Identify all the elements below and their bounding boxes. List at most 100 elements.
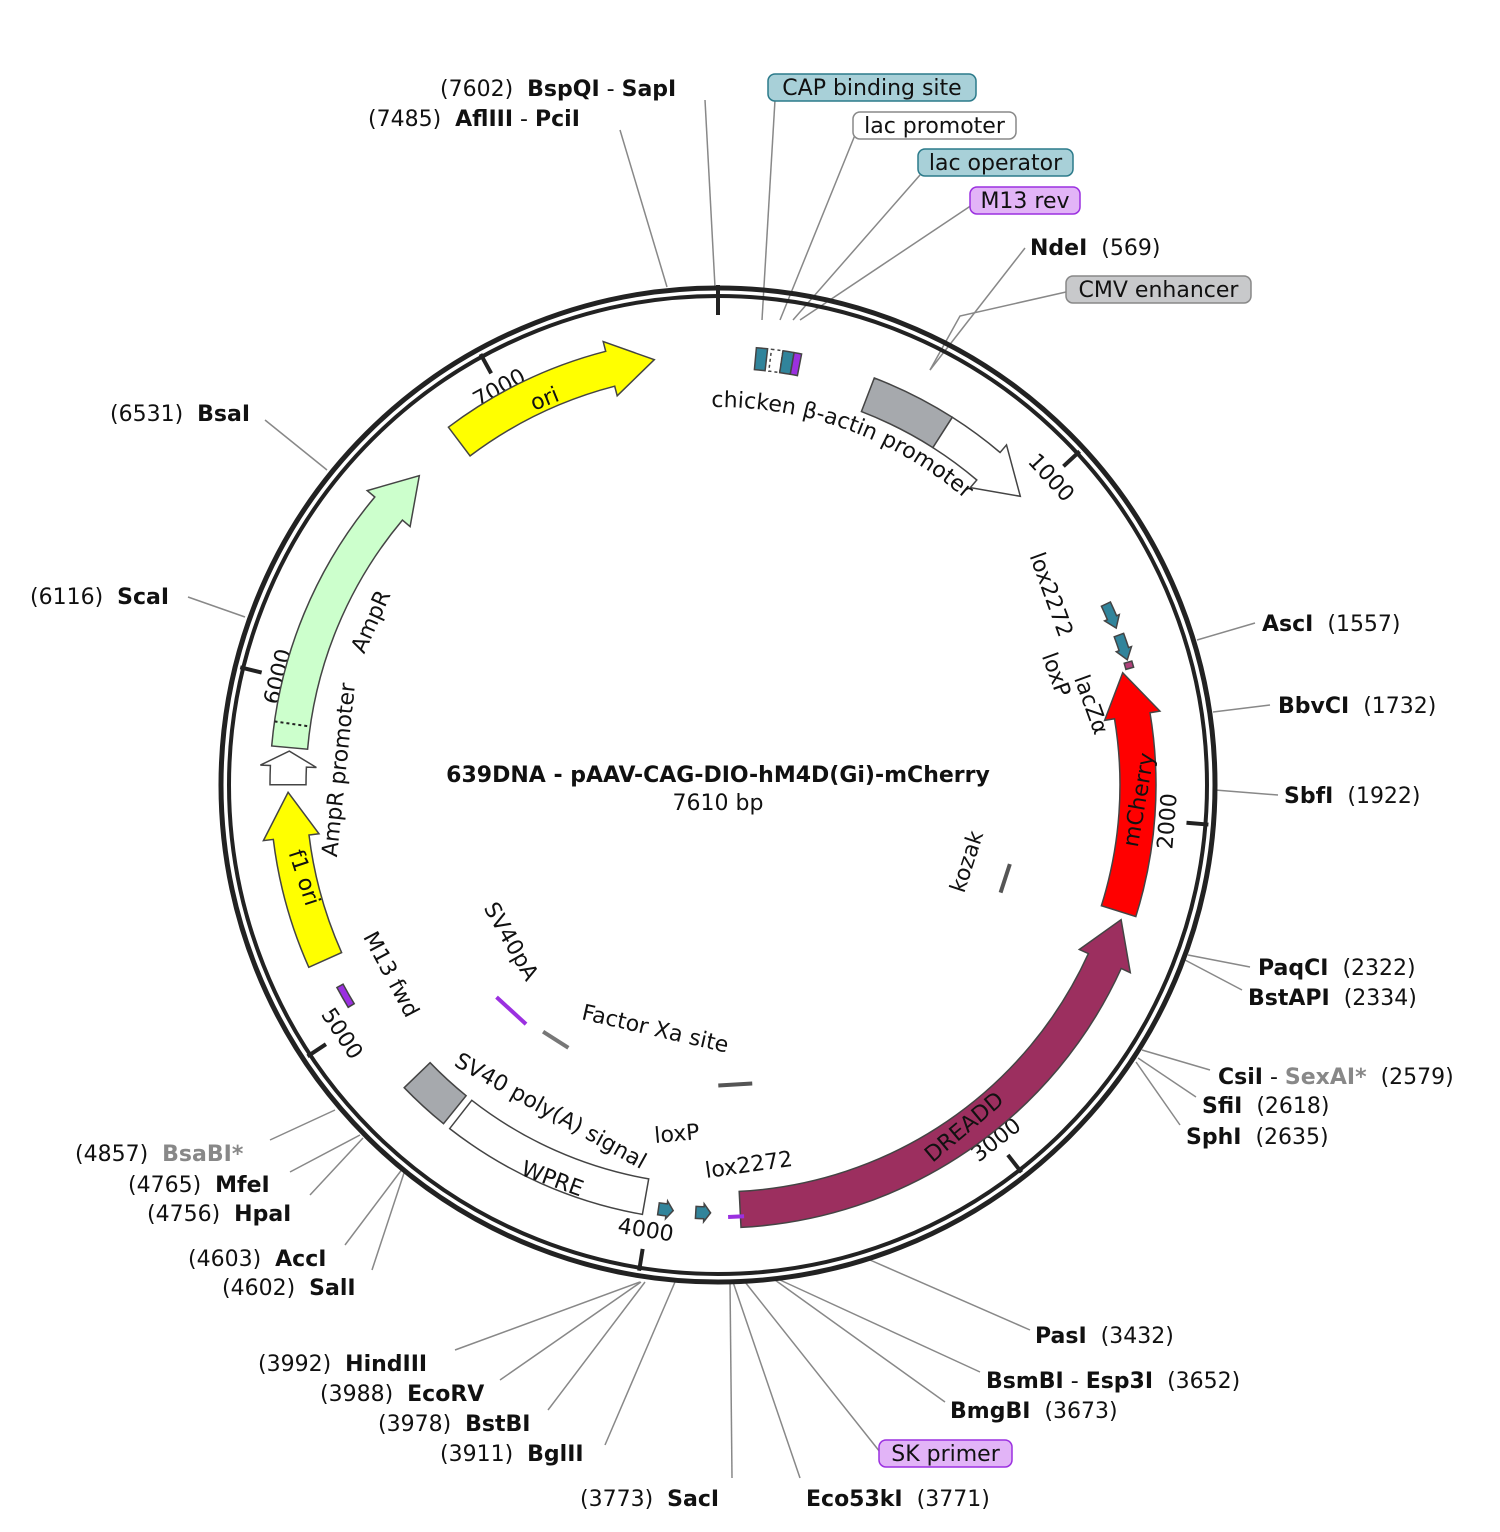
site-leader-line — [619, 129, 668, 288]
restriction-site-asci[interactable]: AscI(1557) — [1262, 612, 1401, 637]
site-leader-line — [1196, 622, 1256, 641]
site-text: BstAPI — [1248, 986, 1330, 1011]
site-text: BsaI — [197, 402, 250, 427]
feature-ori[interactable] — [447, 340, 656, 457]
feature-label: loxP — [1036, 649, 1075, 700]
site-leader-line — [1135, 1061, 1181, 1126]
callout-box[interactable] — [852, 111, 1017, 140]
feature-lox2272[interactable] — [1100, 601, 1121, 630]
site-text: ScaI — [117, 585, 169, 610]
feature-cap-binding-site[interactable] — [753, 346, 769, 372]
site-leader-line — [929, 247, 1026, 371]
site-leader-line — [547, 1281, 646, 1411]
site-leader-line — [269, 1109, 336, 1141]
restriction-site-sfii[interactable]: SfiI(2618) — [1202, 1094, 1330, 1119]
restriction-site-bstbi[interactable]: (3978)BstBI — [378, 1412, 531, 1437]
inner-feature-label: SV40pA — [478, 898, 543, 985]
callout-box[interactable] — [878, 1439, 1013, 1468]
feature-wpre[interactable] — [448, 1099, 650, 1216]
site-text: SfiI — [1202, 1094, 1242, 1119]
feature-lacz-[interactable] — [1123, 660, 1135, 671]
restriction-site-acci[interactable]: (4603)AccI — [188, 1247, 326, 1272]
site-text: SacI — [667, 1487, 719, 1512]
restriction-site-mfei[interactable]: (4765)MfeI — [128, 1173, 270, 1198]
restriction-site-eco53ki[interactable]: Eco53kI (3771) — [806, 1487, 990, 1512]
feature-dreadd[interactable] — [738, 918, 1132, 1229]
restriction-site-afliii[interactable]: (7485)AflIII - PciI — [368, 107, 580, 132]
tick-mark — [478, 353, 493, 375]
feature-m13-rev[interactable] — [789, 351, 803, 377]
site-dash: - — [600, 77, 622, 102]
site-text: Esp3I — [1086, 1369, 1153, 1394]
site-text: MfeI — [215, 1173, 270, 1198]
restriction-site-bstapi[interactable]: BstAPI(2334) — [1248, 986, 1417, 1011]
site-leader-line — [1137, 1057, 1197, 1098]
dreadd-start-mark — [728, 1214, 745, 1219]
restriction-site-ndei[interactable]: NdeI(569) — [1030, 236, 1160, 261]
restriction-site-sbfi[interactable]: SbfI(1922) — [1284, 784, 1421, 809]
feature-chicken-actin-promoter[interactable] — [931, 416, 1022, 498]
feature-ampr-promoter[interactable] — [260, 750, 317, 786]
feature-label: AmpR promoter — [318, 681, 361, 858]
site-text: SalI — [309, 1276, 355, 1301]
site-text: BmgBI — [950, 1399, 1030, 1424]
restriction-site-hpai[interactable]: (4756)HpaI — [147, 1202, 291, 1227]
feature-f1-ori[interactable] — [262, 790, 343, 969]
site-text: (2322) — [1342, 956, 1415, 981]
site-text: (3988) — [320, 1382, 393, 1407]
site-text: (2635) — [1255, 1125, 1328, 1150]
site-text: EcoRV — [407, 1382, 484, 1407]
restriction-site-bsmbi[interactable]: BsmBI - Esp3I(3652) — [986, 1369, 1240, 1394]
site-text: SphI — [1186, 1125, 1241, 1150]
site-text: (2579) — [1381, 1065, 1454, 1090]
site-leader-line — [499, 1281, 642, 1381]
feature-lac-promoter[interactable] — [767, 348, 784, 374]
restriction-site-bspqi[interactable]: (7602)BspQI - SapI — [440, 77, 676, 102]
restriction-site-hindiii[interactable]: (3992)HindIII — [258, 1352, 427, 1377]
site-text: (3771) — [917, 1487, 990, 1512]
restriction-site-ecorv[interactable]: (3988) EcoRV — [320, 1382, 484, 1407]
site-text: (3978) — [378, 1412, 451, 1437]
restriction-site-saci[interactable]: (3773) SacI — [580, 1487, 719, 1512]
tick-mark — [1062, 449, 1081, 468]
restriction-site-sphi[interactable]: SphI (2635) — [1186, 1125, 1329, 1150]
callout-box[interactable] — [1065, 275, 1252, 304]
callout-leader — [744, 1281, 881, 1453]
restriction-site-scai[interactable]: (6116)ScaI — [30, 585, 169, 610]
callout-box[interactable] — [917, 148, 1074, 177]
feature-ampr[interactable] — [270, 474, 421, 751]
site-leader-line — [344, 1167, 404, 1246]
site-text: (3773) — [580, 1487, 653, 1512]
site-text: (3652) — [1167, 1369, 1240, 1394]
feature-mcherry[interactable] — [1100, 671, 1162, 918]
factor-xa-mark — [542, 1029, 570, 1050]
restriction-site-sali[interactable]: (4602)SalI — [222, 1276, 356, 1301]
site-leader-line — [371, 1169, 406, 1271]
site-dash: - — [513, 107, 535, 132]
restriction-site-csii[interactable]: CsiI - SexAI*(2579) — [1218, 1065, 1454, 1090]
site-text: (4756) — [147, 1202, 220, 1227]
restriction-site-bbvci[interactable]: BbvCI(1732) — [1278, 694, 1436, 719]
restriction-site-bsabi[interactable]: (4857)BsaBI* — [75, 1142, 244, 1167]
site-dash: - — [1263, 1065, 1285, 1090]
feature-loxp[interactable] — [1113, 632, 1133, 662]
callout-box[interactable] — [969, 186, 1081, 215]
restriction-site-bglii[interactable]: (3911)BglII — [440, 1442, 584, 1467]
site-text: BspQI — [527, 77, 600, 102]
callout-box[interactable] — [767, 73, 977, 102]
callout-label: CAP binding site — [782, 76, 961, 101]
restriction-site-bsai[interactable]: (6531)BsaI — [110, 402, 250, 427]
feature-loxp[interactable] — [656, 1198, 675, 1221]
callout-leader — [799, 204, 973, 321]
feature-lox2272[interactable] — [694, 1201, 712, 1225]
restriction-site-pasi[interactable]: PasI(3432) — [1035, 1324, 1174, 1349]
site-text: Eco53kI — [806, 1487, 903, 1512]
restriction-site-paqci[interactable]: PaqCI(2322) — [1258, 956, 1416, 981]
feature-label: loxP — [653, 1120, 700, 1149]
site-text: BglII — [527, 1442, 583, 1467]
restriction-site-bmgbi[interactable]: BmgBI(3673) — [950, 1399, 1118, 1424]
site-text: (7602) — [440, 77, 513, 102]
feature-m13-fwd[interactable] — [335, 983, 356, 1009]
feature-sv40-poly-a-signal[interactable] — [403, 1061, 468, 1125]
